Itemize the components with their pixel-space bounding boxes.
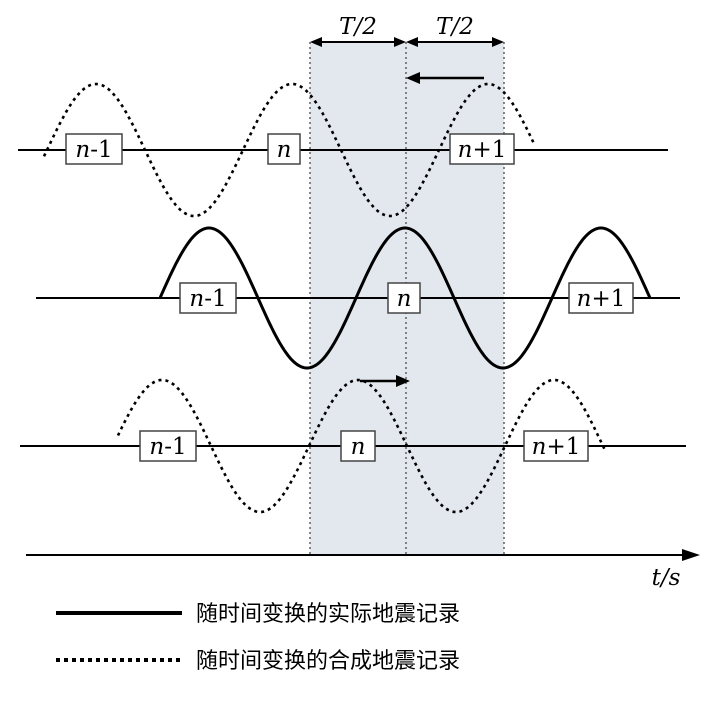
svg-text:n: n xyxy=(397,286,412,312)
svg-text:n-1: n-1 xyxy=(75,137,112,163)
trace2-box-n: n xyxy=(387,282,421,314)
period-label-right: T/2 xyxy=(436,14,474,40)
svg-text:n: n xyxy=(351,434,366,460)
trace1-box-n+1: n+1 xyxy=(449,133,515,165)
trace3-box-n+1: n+1 xyxy=(523,430,589,462)
trace2-actual-waveform xyxy=(158,226,652,370)
trace1-shift-left-arrow xyxy=(406,72,484,84)
legend-actual-label: 随时间变换的实际地震记录 xyxy=(196,602,460,627)
svg-text:n: n xyxy=(277,137,292,163)
time-axis-label: t/s xyxy=(652,565,681,591)
trace2-box-n+1: n+1 xyxy=(568,282,634,314)
period-dimension-right xyxy=(406,37,504,47)
time-axis-arrowhead xyxy=(682,549,700,561)
trace3-shift-right-arrow xyxy=(360,375,410,387)
trace1-box-n-1: n-1 xyxy=(65,133,123,165)
period-label-left: T/2 xyxy=(339,14,377,40)
svg-text:n-1: n-1 xyxy=(189,286,226,312)
trace2-box-n-1: n-1 xyxy=(179,282,237,314)
trace1-synthetic-waveform xyxy=(42,82,536,218)
period-dimension-left xyxy=(310,37,406,47)
svg-text:n+1: n+1 xyxy=(577,286,626,312)
trace3-box-n: n xyxy=(340,430,376,462)
svg-text:n+1: n+1 xyxy=(532,434,581,460)
svg-text:n-1: n-1 xyxy=(149,434,186,460)
trace3-box-n-1: n-1 xyxy=(139,430,197,462)
svg-text:n+1: n+1 xyxy=(458,137,507,163)
trace1-box-n: n xyxy=(267,133,301,165)
legend-synthetic-label: 随时间变换的合成地震记录 xyxy=(196,649,460,674)
